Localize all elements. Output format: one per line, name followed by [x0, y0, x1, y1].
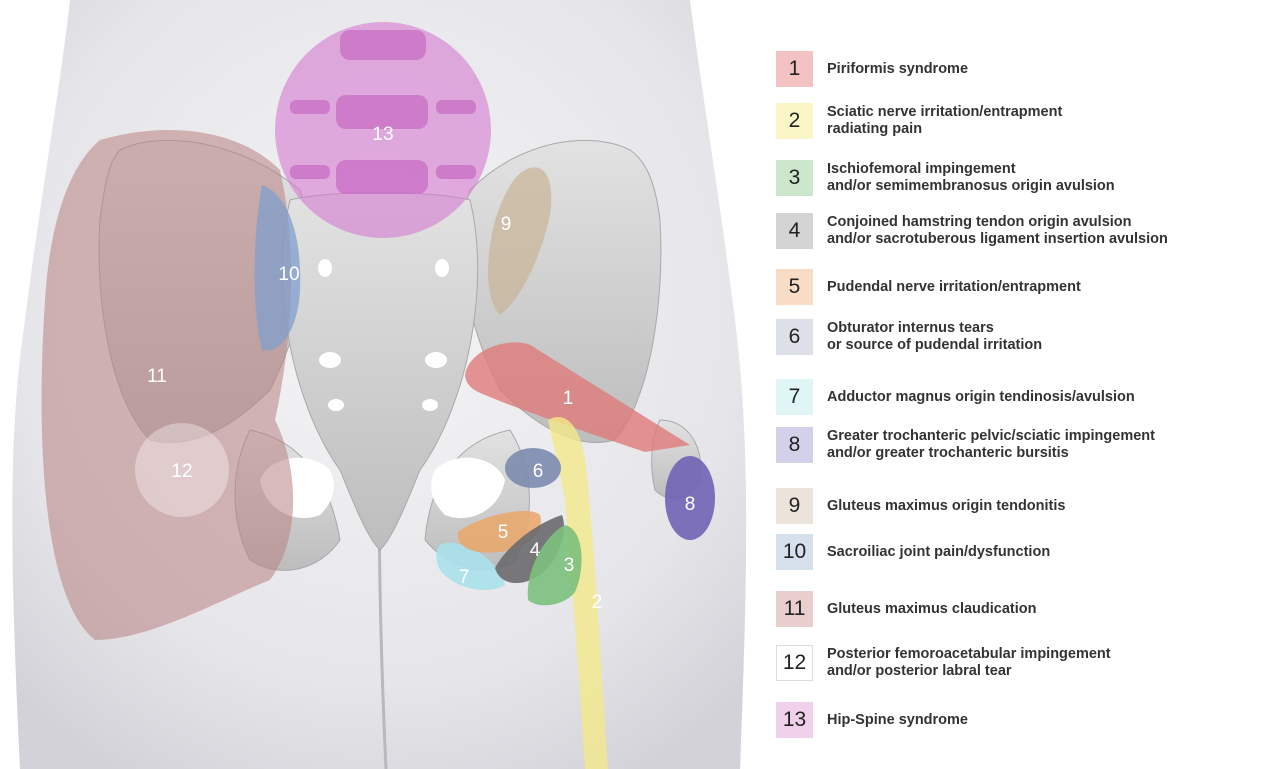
region-label-8: 8: [685, 494, 696, 515]
legend-label: Posterior femoroacetabular impingement a…: [827, 646, 1252, 680]
legend-item: 11 Gluteus maximus claudication: [776, 591, 1256, 627]
region-label-1: 1: [563, 388, 574, 409]
legend-swatch: 8: [776, 427, 813, 463]
legend-item: 6 Obturator internus tears or source of p…: [776, 319, 1256, 355]
region-label-10: 10: [278, 264, 299, 285]
legend-item: 4 Conjoined hamstring tendon origin avuls…: [776, 213, 1256, 249]
legend-swatch: 6: [776, 319, 813, 355]
legend-swatch: 10: [776, 534, 813, 570]
region-label-5: 5: [498, 522, 509, 543]
region-label-11: 11: [147, 366, 167, 387]
legend-item: 9 Gluteus maximus origin tendonitis: [776, 488, 1256, 524]
region-label-7: 7: [459, 567, 470, 588]
region-label-9: 9: [501, 214, 512, 235]
legend-item: 1 Piriformis syndrome: [776, 51, 1256, 87]
region-label-4: 4: [530, 540, 541, 561]
legend-swatch: 5: [776, 269, 813, 305]
legend-label: Gluteus maximus origin tendonitis: [827, 498, 1252, 515]
legend-label: Piriformis syndrome: [827, 61, 1252, 78]
legend-label: Adductor magnus origin tendinosis/avulsi…: [827, 389, 1252, 406]
legend-swatch: 12: [776, 645, 813, 681]
legend-swatch: 2: [776, 103, 813, 139]
region-11-shape: [42, 130, 294, 640]
legend-label: Greater trochanteric pelvic/sciatic impi…: [827, 428, 1252, 462]
legend-label: Sciatic nerve irritation/entrapment radi…: [827, 104, 1252, 138]
region-label-6: 6: [533, 461, 544, 482]
legend-label: Ischiofemoral impingement and/or semimem…: [827, 161, 1252, 195]
legend-label: Obturator internus tears or source of pu…: [827, 320, 1252, 354]
legend-label: Gluteus maximus claudication: [827, 601, 1252, 618]
legend-item: 12 Posterior femoroacetabular impingement…: [776, 645, 1256, 681]
legend-swatch: 13: [776, 702, 813, 738]
legend-swatch: 9: [776, 488, 813, 524]
legend-item: 8 Greater trochanteric pelvic/sciatic imp…: [776, 427, 1256, 463]
legend-swatch: 11: [776, 591, 813, 627]
legend-label: Conjoined hamstring tendon origin avulsi…: [827, 214, 1252, 248]
region-label-13: 13: [372, 124, 393, 145]
legend-swatch: 7: [776, 379, 813, 415]
legend-label: Pudendal nerve irritation/entrapment: [827, 279, 1252, 296]
legend: 1 Piriformis syndrome 2 Sciatic nerve irrit…: [776, 51, 1256, 751]
legend-item: 2 Sciatic nerve irritation/entrapment rad…: [776, 103, 1256, 139]
legend-item: 3 Ischiofemoral impingement and/or semime…: [776, 160, 1256, 196]
legend-swatch: 3: [776, 160, 813, 196]
region-label-12: 12: [171, 461, 192, 482]
legend-label: Hip-Spine syndrome: [827, 712, 1252, 729]
region-label-3: 3: [564, 555, 575, 576]
legend-item: 5 Pudendal nerve irritation/entrapment: [776, 269, 1256, 305]
legend-swatch: 1: [776, 51, 813, 87]
legend-swatch: 4: [776, 213, 813, 249]
legend-item: 13 Hip-Spine syndrome: [776, 702, 1256, 738]
legend-item: 10 Sacroiliac joint pain/dysfunction: [776, 534, 1256, 570]
legend-label: Sacroiliac joint pain/dysfunction: [827, 544, 1252, 561]
region-label-2: 2: [592, 592, 603, 613]
pelvis-illustration: 13 9 10 11 1 12 6 8 5 4 3 7 2: [0, 0, 760, 769]
legend-item: 7 Adductor magnus origin tendinosis/avuls…: [776, 379, 1256, 415]
